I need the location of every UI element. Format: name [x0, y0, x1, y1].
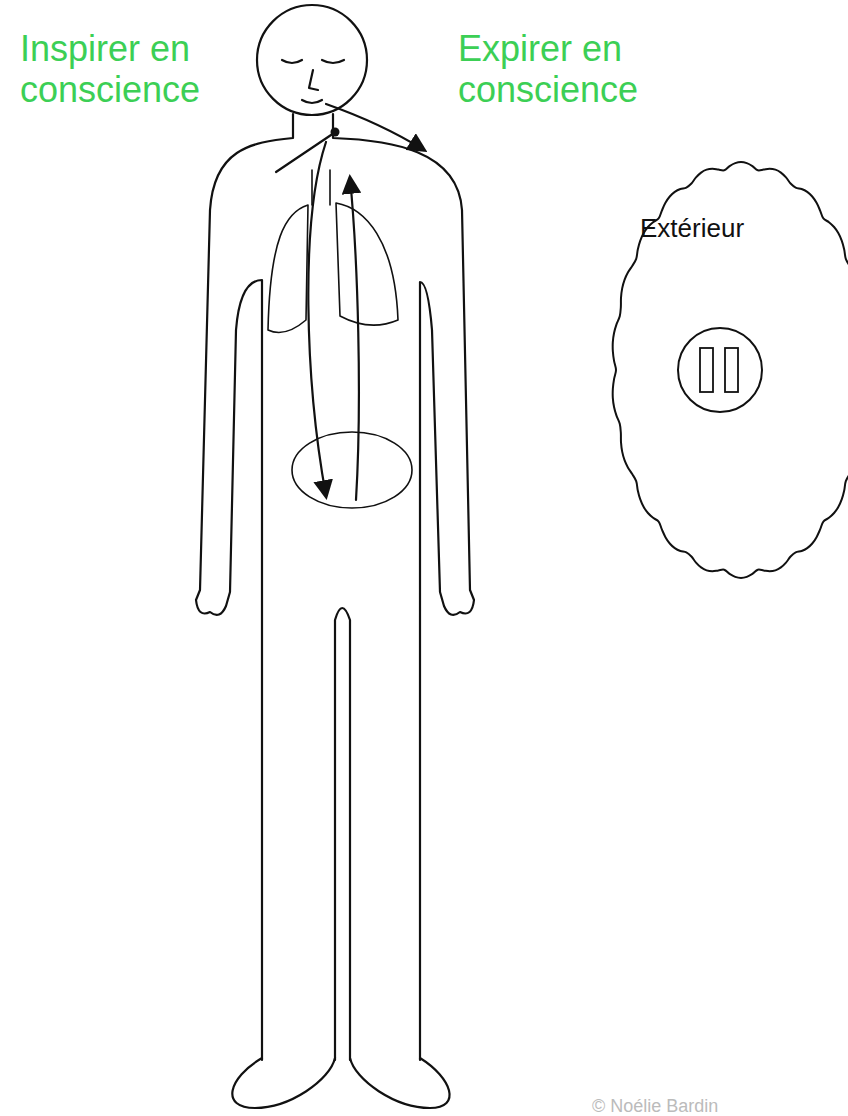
left-lung: [268, 205, 308, 332]
body-outline-left: [196, 114, 293, 1060]
foot: [232, 1058, 335, 1108]
body-outline-right: [333, 114, 474, 1060]
cloud-border: [613, 162, 848, 578]
inhale-line: [276, 133, 334, 172]
belly-outline: [292, 432, 412, 508]
right-lung: [336, 203, 398, 325]
mouth: [302, 100, 322, 103]
closed-eye: [282, 60, 302, 63]
exhale-arrow: [350, 178, 359, 500]
node-label: Extérieur: [640, 213, 744, 244]
head-outline: [257, 5, 367, 115]
inner-legs: [335, 608, 350, 1060]
foot: [350, 1058, 450, 1108]
breath-label: Expirer en conscience: [458, 28, 673, 110]
pause-symbol: [678, 328, 762, 412]
cloud-node: Extérieur: [606, 165, 848, 575]
breath-label: Inspirer en conscience: [20, 28, 235, 110]
nose: [309, 70, 318, 90]
nostril-dot: [331, 128, 340, 137]
inhale-arrow: [308, 142, 326, 496]
closed-eye: [322, 60, 344, 63]
copyright-watermark: © Noélie Bardin: [592, 1096, 848, 1116]
exhale-out-arrow: [326, 104, 424, 150]
